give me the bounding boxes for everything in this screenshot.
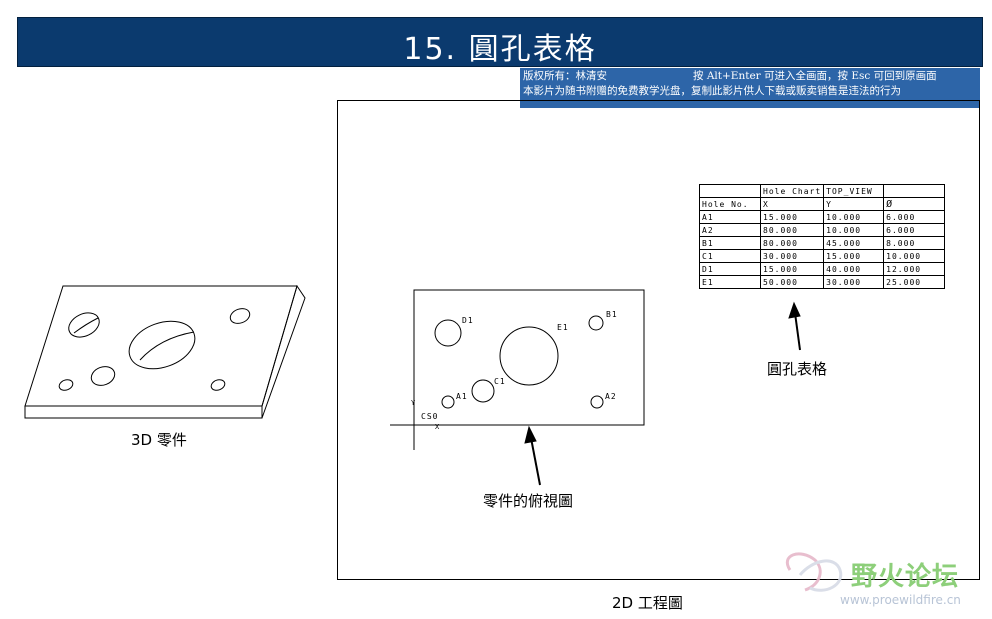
table-cell: 80.000 [759,223,825,237]
caption-3d-part: 3D 零件 [131,431,187,449]
arrow-hole-chart-line [794,312,801,351]
table-row: A1 15.000 10.000 6.000 [699,210,946,224]
label-y-axis: Y [411,399,417,407]
table-cell: 10.000 [823,223,885,237]
top-view-drawing [390,289,645,450]
hole-d1-circle [434,319,462,347]
callout-arrows [524,301,801,486]
part-3d-front-face [24,405,263,419]
table-cell: 6.000 [883,223,946,237]
drawing-sheet-frame [337,100,980,580]
table-cell: 8.000 [883,236,946,250]
notice-line-2: 本影片为随书附赠的免费教学光盘，复制此影片供人下载或贩卖销售是违法的行为 [523,85,901,97]
table-cell: 40.000 [823,262,885,276]
table-cell [883,184,946,198]
table-cell: 15.000 [759,210,825,224]
label-cs0: CS0 [421,412,439,421]
watermark-site-name: 野火论坛 [851,562,960,592]
watermark-url: www.proewildfire.cn [840,593,961,607]
table-cell: 10.000 [883,249,946,263]
table-cell: 15.000 [759,262,825,276]
label-d1: D1 [462,316,474,325]
slide-title: 15. 圓孔表格 [403,32,597,67]
hole-e1-circle [499,326,559,386]
part-3d-hole-e1-edge [139,331,195,361]
table-cell: 45.000 [823,236,885,250]
part-3d-hole-a1 [58,379,74,391]
hole-chart-table: Hole Chart TOP_VIEW Hole No. X Y Ø A1 15… [699,184,946,289]
hole-b1-circle [588,315,604,331]
table-cell [699,184,761,198]
table-cell: TOP_VIEW [823,184,885,198]
part-3d-top-face [24,285,298,407]
label-x-axis: X [435,423,441,431]
table-row: B1 80.000 45.000 8.000 [699,236,946,250]
caption-2d-drawing: 2D 工程圖 [612,594,683,612]
table-cell: D1 [699,262,761,276]
part-3d-side-face [261,284,306,419]
part-3d-drawing [24,284,306,419]
label-a2: A2 [605,392,617,401]
table-cell: 30.000 [759,249,825,263]
table-cell: A2 [699,223,761,237]
column-header-diameter: Ø [883,197,946,211]
table-row: D1 15.000 40.000 12.000 [699,262,946,276]
table-cell: 30.000 [823,275,885,289]
arrow-top-view-line [530,437,541,486]
column-header-x: X [759,197,825,211]
hole-c1-circle [471,379,495,403]
part-3d-hole-c1 [90,366,116,386]
table-cell: 80.000 [759,236,825,250]
part-3d-hole-e1 [128,320,196,370]
table-row: C1 30.000 15.000 10.000 [699,249,946,263]
label-a1: A1 [456,392,468,401]
table-cell: C1 [699,249,761,263]
notice-shortcut-hint: 按 Alt+Enter 可进入全画面，按 Esc 可回到原画面 [693,70,937,82]
table-cell: 25.000 [883,275,946,289]
part-3d-hole-b1 [229,308,251,324]
part-3d-hole-d1-edge [73,317,99,334]
copyright-notice: 版权所有：林清安按 Alt+Enter 可进入全画面，按 Esc 可回到原画面 … [520,68,980,108]
watermark-logo [786,552,843,592]
notice-copyright: 版权所有：林清安 [523,70,607,82]
table-cell: 50.000 [759,275,825,289]
table-row: E1 50.000 30.000 25.000 [699,275,946,289]
table-column-row: Hole No. X Y Ø [699,197,946,211]
table-cell: 15.000 [823,249,885,263]
notice-line-1: 版权所有：林清安 按 Alt+Enter 可进入全画面，按 Esc 可回到原画面 [523,69,977,84]
table-cell: E1 [699,275,761,289]
hole-a2-circle [590,395,604,409]
table-cell: Hole Chart [759,184,825,198]
table-cell: 6.000 [883,210,946,224]
caption-top-view: 零件的俯視圖 [483,492,574,510]
label-c1: C1 [494,377,506,386]
table-cell: 10.000 [823,210,885,224]
table-header-row: Hole Chart TOP_VIEW [699,184,946,198]
top-view-outline [413,289,645,426]
column-header-hole-no: Hole No. [699,197,761,211]
table-cell: B1 [699,236,761,250]
column-header-y: Y [823,197,885,211]
caption-hole-chart: 圓孔表格 [767,360,828,378]
hole-a1-circle [441,395,455,409]
arrow-top-view-head [524,425,537,444]
part-3d-hole-d1 [68,312,100,338]
table-cell: 12.000 [883,262,946,276]
label-e1: E1 [557,323,569,332]
table-row: A2 80.000 10.000 6.000 [699,223,946,237]
part-3d-hole-a2 [210,379,226,391]
arrow-hole-chart-head [788,301,801,319]
table-cell: A1 [699,210,761,224]
label-b1: B1 [606,310,618,319]
title-bar: 15. 圓孔表格 [17,17,983,67]
